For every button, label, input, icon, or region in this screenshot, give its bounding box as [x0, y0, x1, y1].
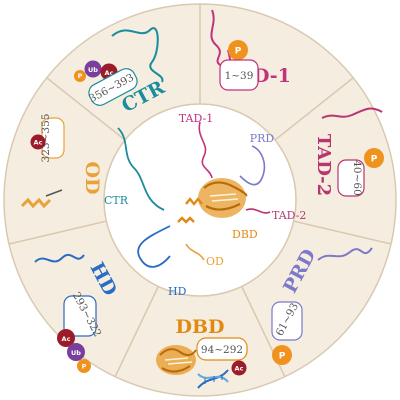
od-acetyl-badge	[30, 134, 46, 150]
tad2-structure	[321, 107, 383, 119]
center-label-ctr: CTR	[104, 194, 129, 207]
ctr-phospho-badge	[74, 70, 86, 82]
hd-phospho-badge	[77, 359, 91, 373]
ctr-ubiquitin-badge	[84, 60, 102, 78]
tad2-phospho-label: P	[371, 155, 378, 165]
tad1-range-box	[219, 59, 259, 91]
ctr-structure	[111, 27, 164, 83]
tad1-phospho-badge	[228, 40, 248, 60]
segment-dbd: DBD 94~292 Ac	[156, 316, 248, 389]
center-label-prd: PRD	[250, 132, 275, 145]
prd-structure	[317, 247, 373, 261]
dbd-title: DBD	[175, 316, 224, 338]
center-label-tad2: TAD-2	[272, 209, 306, 222]
segment-tad1: TAD-1 P 1~39	[210, 9, 291, 91]
ctr-acetyl-label: Ac	[105, 69, 114, 77]
dbd-range-box	[196, 337, 248, 361]
center-label-od: OD	[206, 255, 224, 268]
hd-range-box	[63, 295, 97, 337]
segment-dividers	[8, 4, 392, 378]
dbd-range: 94~292	[201, 344, 243, 356]
hd-ubiquitin-badge	[67, 343, 85, 361]
od-title: OD	[81, 161, 103, 194]
center-label-dbd: DBD	[232, 228, 258, 241]
dna-icon	[197, 369, 229, 389]
center-label-hd: HD	[168, 285, 187, 298]
segment-od: OD 323~355 Ac	[20, 114, 103, 209]
hd-phospho-label: P	[82, 363, 87, 371]
dbd-structure	[156, 345, 197, 375]
tad2-range-box	[337, 159, 365, 197]
hd-ubiquitin-label: Ub	[71, 349, 81, 357]
ctr-ubiquitin-label: Ub	[88, 66, 98, 74]
segment-prd: PRD 61~93 P	[271, 245, 373, 365]
ctr-range-box	[88, 68, 138, 106]
od-range: 323~355	[40, 114, 52, 163]
center-label-tad1: TAD-1	[179, 112, 213, 125]
tad1-phospho-label: P	[235, 47, 242, 57]
prd-range-box	[271, 301, 303, 341]
tad1-range: 1~39	[225, 70, 254, 82]
hd-acetyl-label: Ac	[62, 335, 71, 343]
hd-acetyl-badge	[57, 329, 75, 347]
full-length-structure	[117, 121, 271, 268]
prd-phospho-badge	[272, 345, 292, 365]
ctr-phospho-label: P	[78, 72, 83, 80]
od-structure	[20, 189, 63, 209]
prd-phospho-label: P	[279, 352, 286, 362]
dbd-acetyl-badge	[231, 360, 247, 376]
segment-tad2: TAD-2 P 40~60	[313, 107, 384, 197]
tad2-phospho-badge	[364, 148, 384, 168]
hd-structure	[34, 253, 85, 263]
tad2-range: 40~60	[351, 160, 363, 196]
od-acetyl-label: Ac	[34, 139, 43, 147]
tad2-title: TAD-2	[313, 134, 334, 196]
dbd-acetyl-label: Ac	[235, 365, 244, 373]
